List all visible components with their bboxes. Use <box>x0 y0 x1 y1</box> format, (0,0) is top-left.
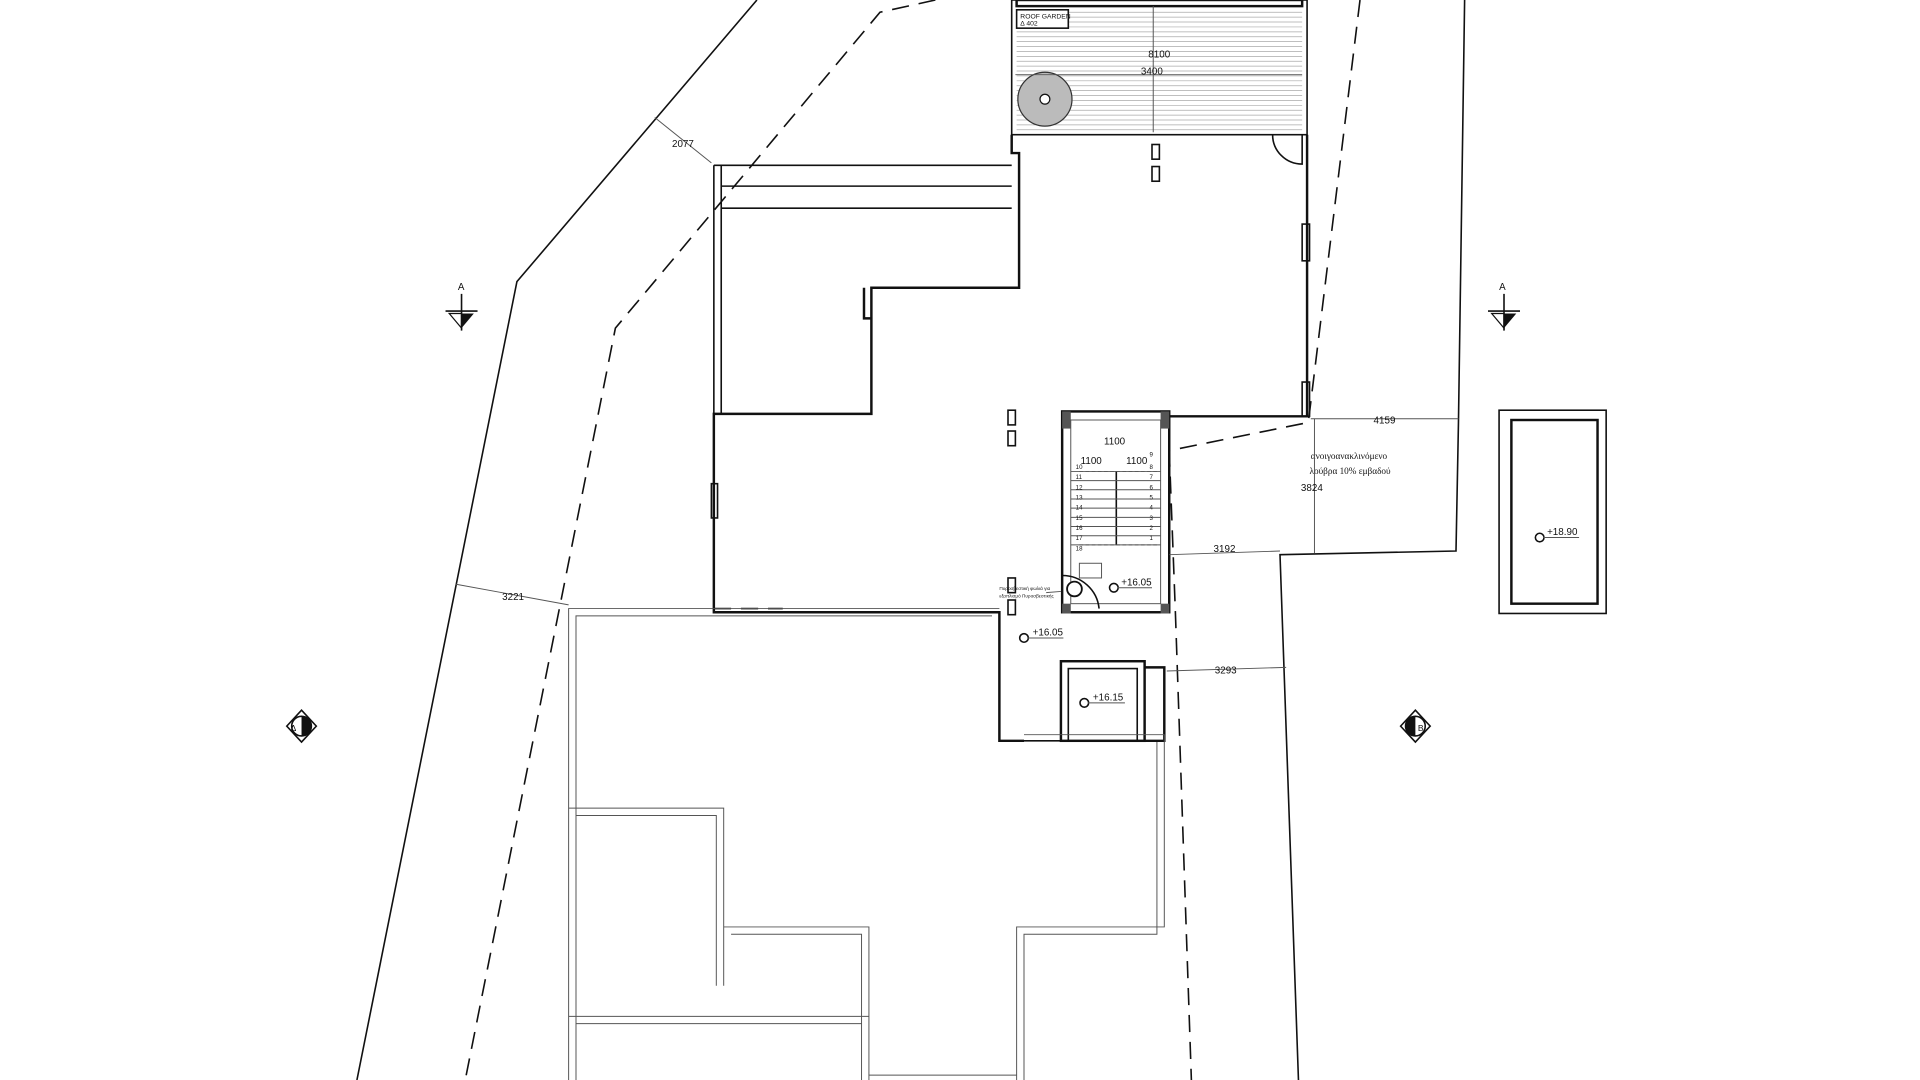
stair-width-top: 1100 <box>1104 437 1126 448</box>
dim-4159: 4159 <box>1374 416 1396 427</box>
fire-note-line1: Πυροσβεστική φωλιά για <box>999 585 1050 591</box>
stair-step-number: 17 <box>1076 535 1083 542</box>
setback-line-right <box>1168 0 1361 1080</box>
stair-step-number: 18 <box>1076 545 1083 552</box>
level-marker-terrace: +16.05 <box>1018 628 1064 644</box>
dim-3293: 3293 <box>1215 665 1237 676</box>
stair-core: 1100 1100 1100 9 8 7 6 5 4 3 2 1 10 11 12 13 14 15 16 1… <box>1060 410 1171 614</box>
level-marker-small-room: +16.15 <box>1079 692 1125 708</box>
stair-step-number: 5 <box>1150 494 1154 501</box>
elevation-marker-right: B <box>1399 709 1432 744</box>
roof-garden-label: ROOF GARDEN <box>1020 13 1071 20</box>
roof-dim-3400: 3400 <box>1141 67 1163 78</box>
stair-step-number: 2 <box>1150 525 1154 532</box>
stair-step-number: 3 <box>1150 515 1154 522</box>
stair-step-number: 4 <box>1150 505 1154 512</box>
dim-3824: 3824 <box>1301 483 1323 494</box>
svg-text:+18.90: +18.90 <box>1547 527 1578 538</box>
stair-width-right: 1100 <box>1126 456 1148 467</box>
plot-boundary-left <box>356 0 758 1080</box>
level-marker-stair: +16.05 <box>1108 577 1152 593</box>
stair-step-number: 8 <box>1150 464 1154 471</box>
fire-note-line2: εξοπλισμό Πυροσβεστικής <box>999 593 1054 600</box>
stair-step-number: 11 <box>1076 474 1083 481</box>
stair-step-9: 9 <box>1150 452 1154 459</box>
svg-text:B: B <box>1418 723 1424 733</box>
svg-text:A: A <box>458 282 465 293</box>
dim-3221: 3221 <box>502 592 524 603</box>
louvre-note-line2: λούβρα 10% εμβαδού <box>1310 466 1392 476</box>
section-marker-right: A <box>1488 282 1520 331</box>
svg-text:+16.05: +16.05 <box>1033 628 1064 639</box>
plot-boundary-right <box>1279 0 1466 1080</box>
roof-dim-8100: 8100 <box>1148 50 1170 61</box>
dim-2077: 2077 <box>672 139 694 150</box>
stair-step-number: 1 <box>1150 535 1154 542</box>
stair-step-number: 13 <box>1076 494 1083 501</box>
section-marker-left: A <box>445 282 478 331</box>
stair-step-number: 15 <box>1076 515 1083 522</box>
svg-text:A: A <box>1499 282 1506 293</box>
stair-step-number: 7 <box>1150 474 1154 481</box>
stair-step-number: 14 <box>1076 505 1083 512</box>
svg-text:+16.05: +16.05 <box>1121 577 1152 588</box>
stair-step-number: 10 <box>1076 464 1083 471</box>
svg-text:+16.15: +16.15 <box>1093 692 1124 703</box>
louvre-note-line1: ανοιγοανακλινόμενο <box>1311 451 1388 461</box>
level-marker-right-box: +18.90 <box>1534 527 1580 543</box>
roof-garden: ROOF GARDEN Δ 402 8100 3400 <box>1010 0 1308 165</box>
stair-step-number: 12 <box>1076 484 1083 491</box>
dim-3192: 3192 <box>1214 544 1236 555</box>
double-lines <box>713 164 1012 414</box>
upper-wall <box>712 134 1024 743</box>
right-structure <box>1498 409 1607 615</box>
roof-garden-code: Δ 402 <box>1020 21 1038 28</box>
stair-width-left: 1100 <box>1081 456 1103 467</box>
elevation-marker-left: Δ <box>285 709 318 744</box>
stair-step-number: 16 <box>1076 525 1083 532</box>
lower-outline <box>568 608 1165 1080</box>
stair-step-number: 6 <box>1150 484 1154 491</box>
setback-line-left <box>464 0 936 1080</box>
svg-text:Δ: Δ <box>290 723 296 733</box>
